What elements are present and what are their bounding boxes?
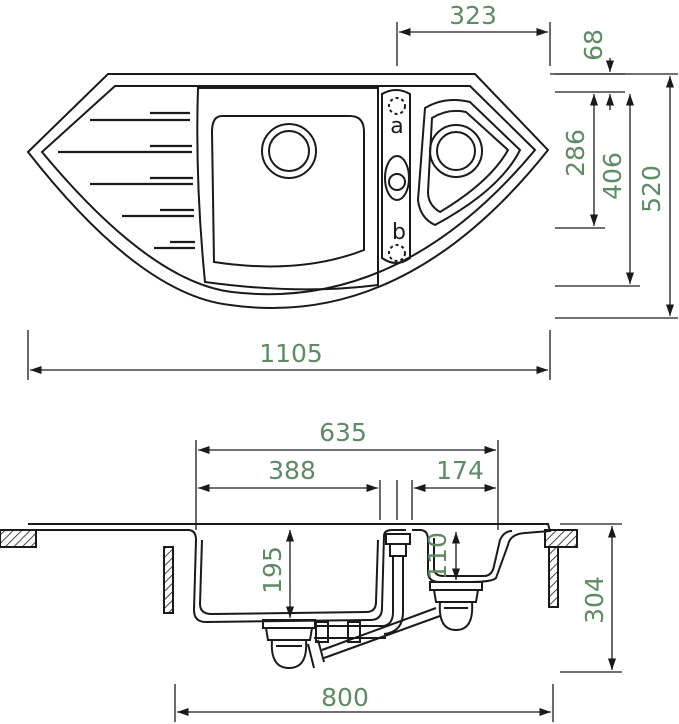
dim-1105-label: 1105: [259, 339, 323, 368]
dim-520-label: 520: [637, 165, 666, 213]
dim-635-label: 635: [319, 418, 367, 447]
sink-rim-profile: [28, 523, 552, 583]
dim-304-label: 304: [580, 576, 609, 624]
tap-hole-pod: [381, 89, 411, 264]
dim-286-label: 286: [561, 129, 590, 177]
dim-174-label: 174: [436, 456, 484, 485]
top-view: [26, 73, 550, 309]
small-bowl-drain: [429, 124, 483, 178]
dim-195-label: 195: [258, 546, 287, 594]
tap-hole-b-label: b: [392, 220, 406, 245]
side-view-dimension-lines: [174, 440, 622, 722]
tap-hole-b-icon: [388, 244, 406, 262]
dim-323-label: 323: [449, 1, 497, 30]
large-bowl-waste-icon: [262, 619, 316, 670]
dim-388-label: 388: [268, 456, 316, 485]
large-bowl-surround: [196, 87, 379, 291]
cabinet-wall-right: [548, 546, 559, 608]
small-bowl: [416, 99, 522, 227]
tap-hole-a-label: a: [390, 114, 403, 139]
worktop-left: [0, 529, 37, 548]
small-bowl-waste-icon: [429, 581, 483, 632]
dim-68-label: 68: [579, 29, 608, 61]
dim-406-label: 406: [598, 152, 627, 200]
overflow-pipe-icon: [383, 533, 411, 635]
drainer-grooves: [58, 111, 195, 250]
overflow-control: [384, 155, 410, 201]
cabinet-wall-left: [163, 546, 174, 614]
large-bowl-profile: [192, 529, 406, 624]
dim-800-label: 800: [321, 683, 369, 712]
connecting-pipe-icon: [307, 607, 441, 669]
worktop-right: [544, 529, 578, 548]
large-bowl: [210, 115, 365, 268]
dim-110-label: 110: [423, 532, 452, 580]
tap-hole-a-icon: [388, 97, 406, 115]
large-bowl-drain: [261, 123, 317, 179]
sink-outer-rim: [26, 73, 550, 309]
sink-inner-rim: [40, 85, 537, 296]
top-view-dimension-lines: [27, 22, 678, 380]
side-view: [0, 523, 578, 670]
